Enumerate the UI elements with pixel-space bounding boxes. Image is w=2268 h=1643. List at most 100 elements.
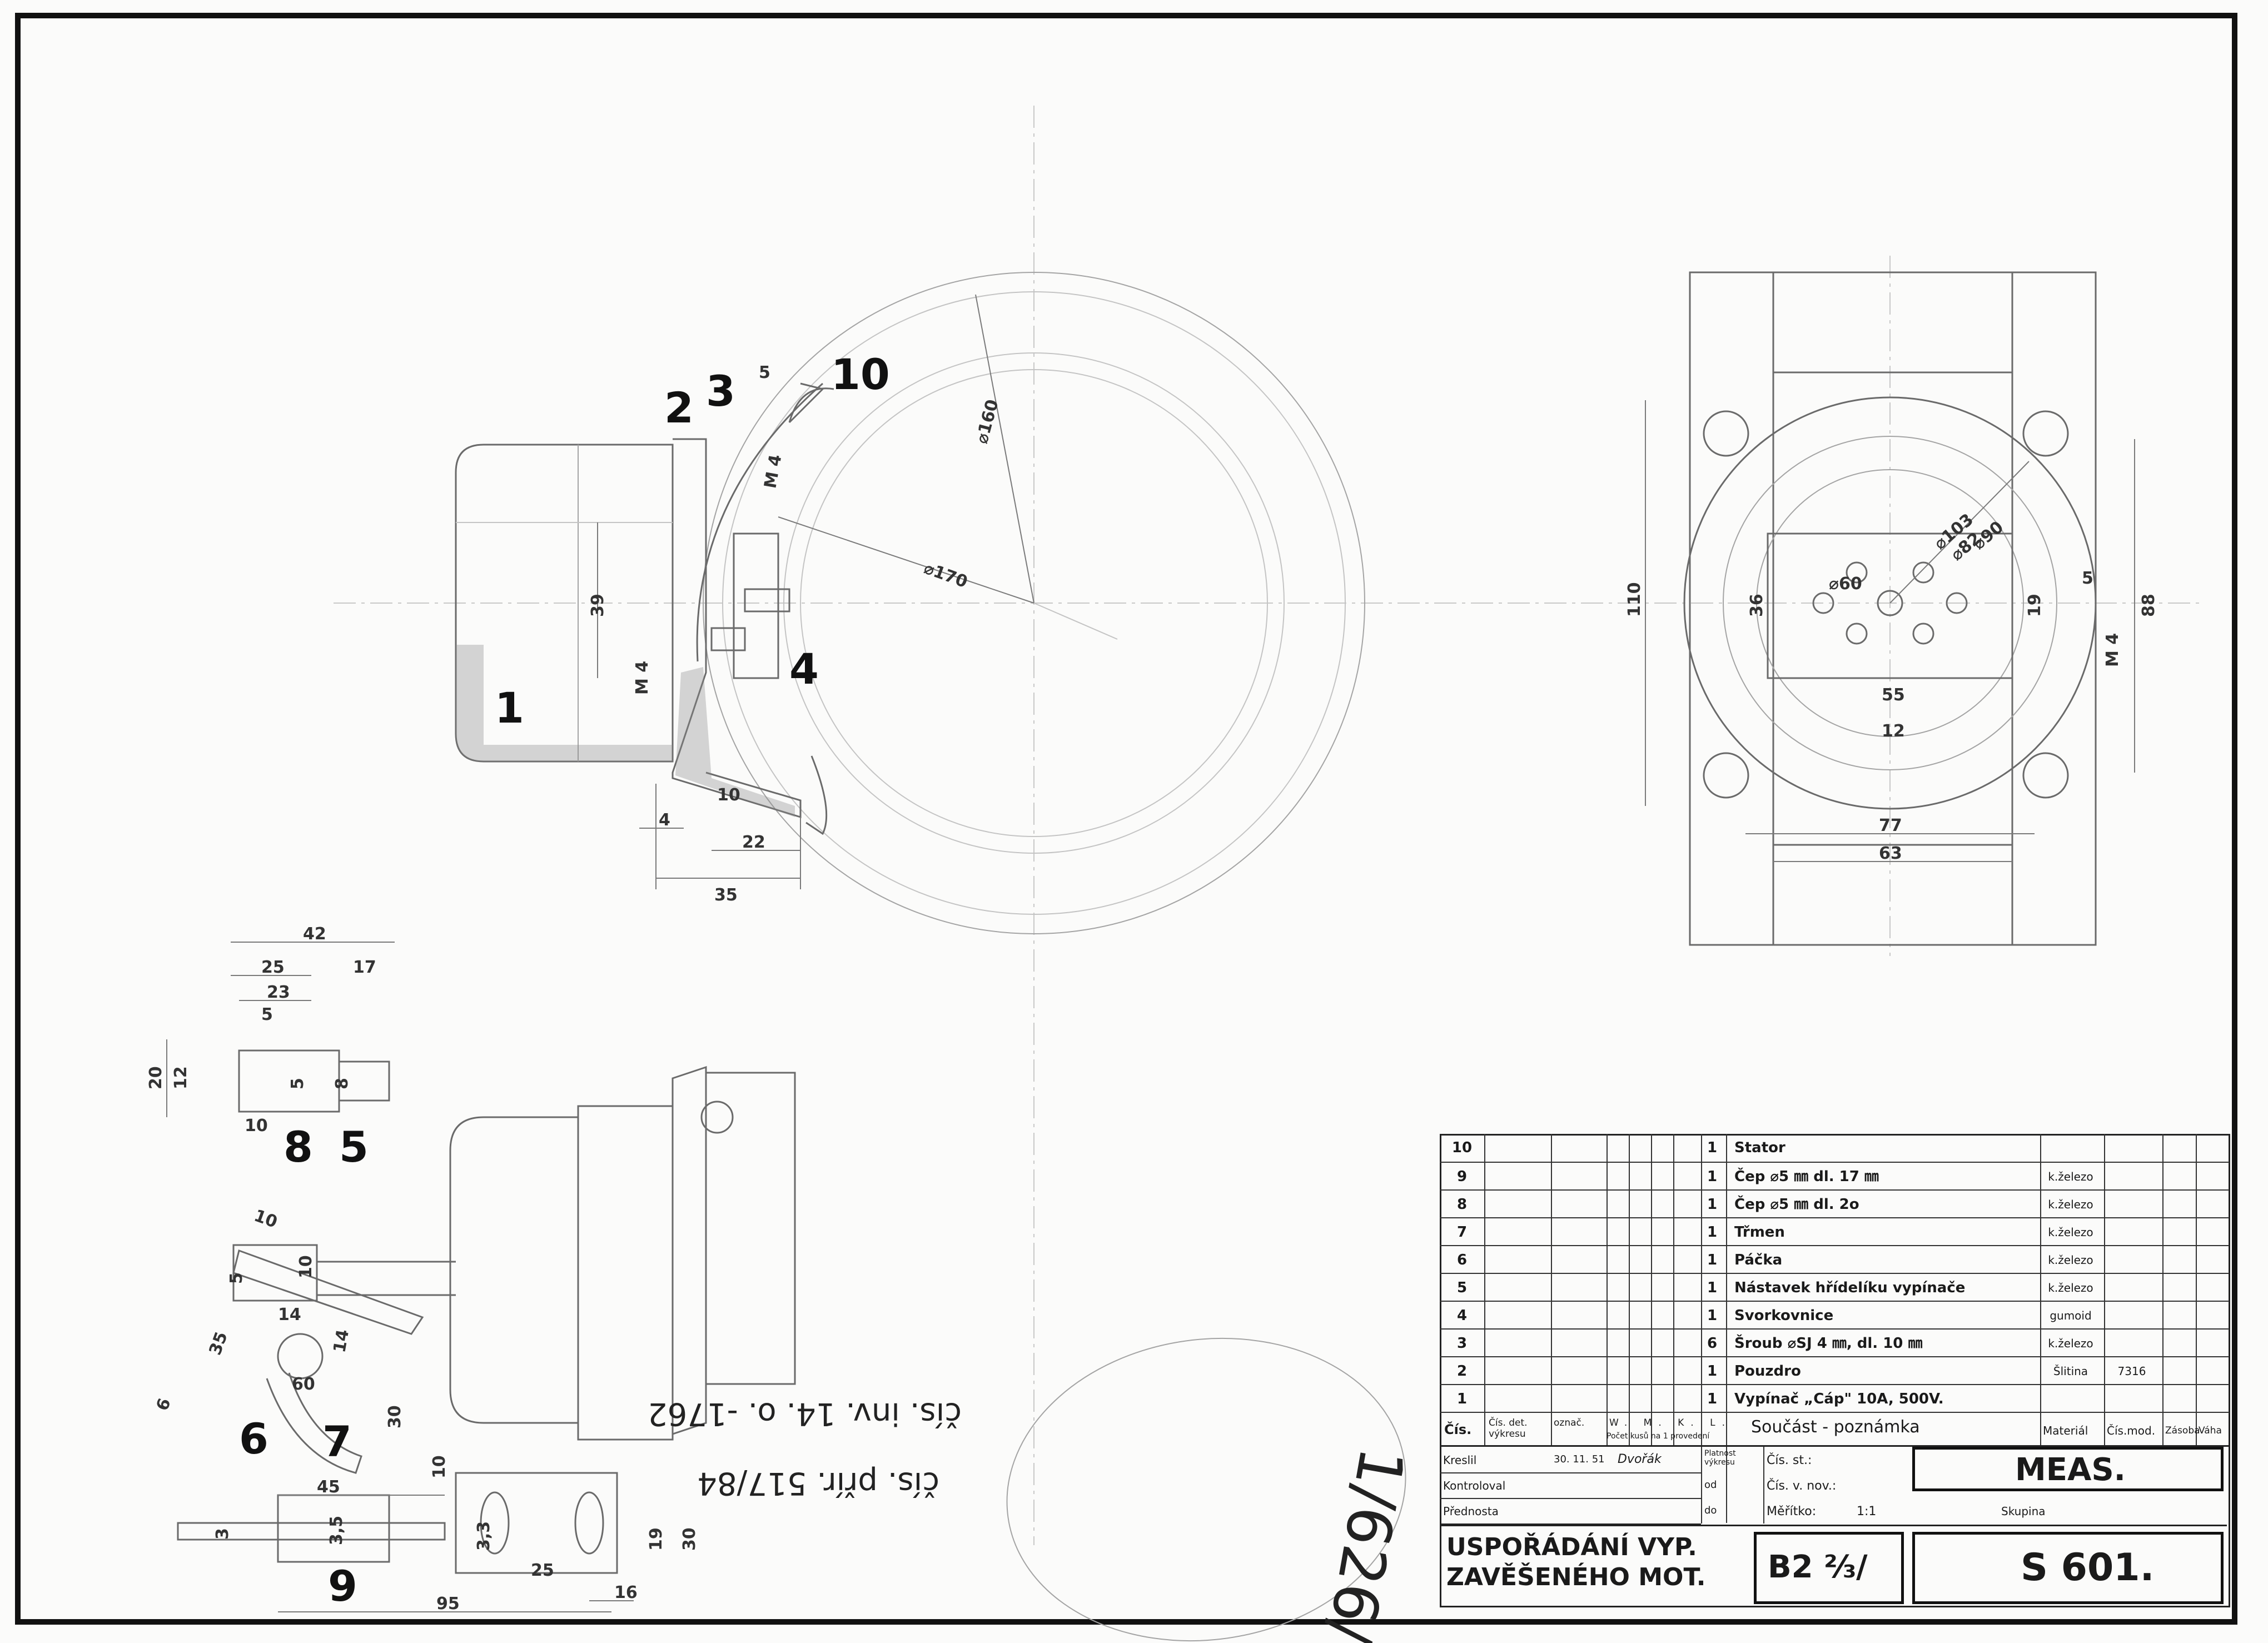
col-line-1 — [1484, 1134, 1485, 1445]
switch-base-hatch — [456, 645, 673, 761]
part-cis-mod — [2104, 1218, 2160, 1246]
sig-row-1: Kreslil 30. 11. 51 Dvořák — [1440, 1447, 1701, 1473]
part-number: 2 — [1456, 1363, 1468, 1380]
stator-outer-circle — [703, 272, 1365, 934]
part-quantity: 1 — [1707, 1252, 1718, 1268]
platnost: Platnost výkresu od do — [1701, 1447, 1764, 1523]
part-number: 6 — [1456, 1252, 1468, 1268]
stator-tab-top — [788, 382, 834, 424]
stirrup — [266, 1372, 362, 1474]
leader-radial — [1033, 603, 1118, 640]
motor-side-body — [449, 1116, 579, 1424]
col-line-7 — [1701, 1134, 1702, 1445]
callout-1: 1 — [495, 683, 524, 733]
part-quantity: 1 — [1707, 1363, 1718, 1380]
part-number: 8 — [1456, 1196, 1468, 1213]
hdr-oznac: označ. — [1554, 1417, 1585, 1428]
dim-35: 35 — [206, 1330, 232, 1358]
part-material: k.železo — [2048, 1281, 2093, 1295]
part-material: k.železo — [2048, 1337, 2093, 1350]
stamp-oval — [1006, 1337, 1406, 1642]
callout-6: 6 — [239, 1414, 268, 1463]
part-cis-mod — [2104, 1330, 2160, 1357]
callout-5: 5 — [339, 1122, 369, 1172]
dim-30b: 30 — [680, 1527, 699, 1551]
bracket-hatch — [675, 667, 795, 817]
slot-plate — [455, 1472, 618, 1574]
motor-side-mid — [577, 1105, 674, 1441]
part-name: Stator — [1734, 1139, 1785, 1156]
part-material: gumoid — [2050, 1309, 2092, 1322]
col-line-5 — [1651, 1134, 1652, 1445]
mount-hole-bl — [1703, 752, 1749, 799]
callout-7: 7 — [322, 1417, 352, 1466]
col-line-11 — [2162, 1134, 2163, 1445]
title-box: USPOŘÁDÁNÍ VYP. ZAVĚŠENÉHO MOT. B2 ⅔/ S … — [1440, 1525, 2227, 1610]
part-number: 5 — [1456, 1279, 1468, 1296]
col-line-4 — [1629, 1134, 1630, 1445]
part-name: Svorkovnice — [1734, 1307, 1834, 1324]
part-quantity: 1 — [1707, 1391, 1718, 1407]
hole-ring-2 — [1912, 561, 1934, 584]
part-material: Šlitina — [2053, 1365, 2088, 1378]
col-line-3 — [1606, 1134, 1608, 1445]
col-line-9 — [2040, 1134, 2041, 1445]
dim-33: 3,3 — [474, 1521, 494, 1551]
dim-23: 23 — [267, 983, 290, 1002]
hdr-cis-mod: Čís.mod. — [2107, 1424, 2156, 1437]
motor-side-block — [705, 1072, 796, 1385]
hdr-wmkl: W. M. K. L. — [1609, 1417, 1732, 1428]
hdr-pocet: Počet kusů na 1 provedení — [1606, 1432, 1710, 1441]
dim-42: 42 — [303, 924, 326, 944]
part-quantity: 1 — [1707, 1307, 1718, 1324]
company-name: MEAS. — [2015, 1452, 2126, 1488]
part-name: Čep ⌀5 ㎜ dl. 17 ㎜ — [1734, 1168, 1879, 1185]
dim-12: 12 — [1882, 721, 1905, 741]
callout-8: 8 — [284, 1122, 313, 1172]
part-number: 7 — [1456, 1224, 1468, 1241]
dim-4: 4 — [659, 810, 670, 830]
title-line-2: ZAVĚŠENÉHO MOT. — [1446, 1563, 1706, 1591]
company-box: MEAS. — [1912, 1447, 2224, 1491]
part-name: Pouzdro — [1734, 1363, 1801, 1380]
leader-d160 — [975, 294, 1034, 604]
terminal-screw — [744, 588, 790, 613]
part-number: 3 — [1456, 1335, 1468, 1352]
callout-9: 9 — [328, 1561, 357, 1611]
col-line-2 — [1551, 1134, 1552, 1445]
dim-88: 88 — [2139, 594, 2158, 617]
center-hole — [1877, 590, 1903, 616]
dim-5c: 5 — [227, 1272, 246, 1284]
hole-ring-4 — [1912, 623, 1934, 645]
motor-ring-mid — [1756, 469, 2024, 737]
signature-block: Kreslil 30. 11. 51 Dvořák Kontroloval Př… — [1440, 1445, 2229, 1608]
col-line-6 — [1673, 1134, 1674, 1445]
hdr-zasoba: Zásoba — [2165, 1425, 2200, 1436]
motor-ring-inner — [1723, 436, 2057, 770]
parts-header: Čís. Čís. det. výkresu označ. W. M. K. L… — [1440, 1412, 2229, 1446]
right-view — [1645, 271, 2135, 946]
skupina-label: Skupina — [2001, 1505, 2046, 1518]
dim-19: 19 — [646, 1527, 666, 1551]
hole-ring-6 — [1946, 592, 1968, 614]
part-material — [2040, 1134, 2101, 1162]
frame-top-rail — [1772, 271, 2013, 374]
dim-5r: 5 — [2082, 569, 2093, 588]
leader-d103 — [1889, 461, 2030, 604]
sig-row-3: Přednosta — [1440, 1498, 1701, 1525]
dim-55: 55 — [1882, 685, 1905, 705]
inventory-line-2: čís. přír. 517/84 — [697, 1465, 939, 1501]
dim-5: 5 — [759, 363, 770, 382]
part-cis-mod — [2104, 1134, 2160, 1162]
dim-30: 30 — [385, 1405, 405, 1428]
part-quantity: 6 — [1707, 1335, 1718, 1352]
part-name: Čep ⌀5 ㎜ dl. 2o — [1734, 1196, 1859, 1213]
dim-95: 95 — [436, 1594, 460, 1614]
lever-pivot — [277, 1333, 324, 1380]
